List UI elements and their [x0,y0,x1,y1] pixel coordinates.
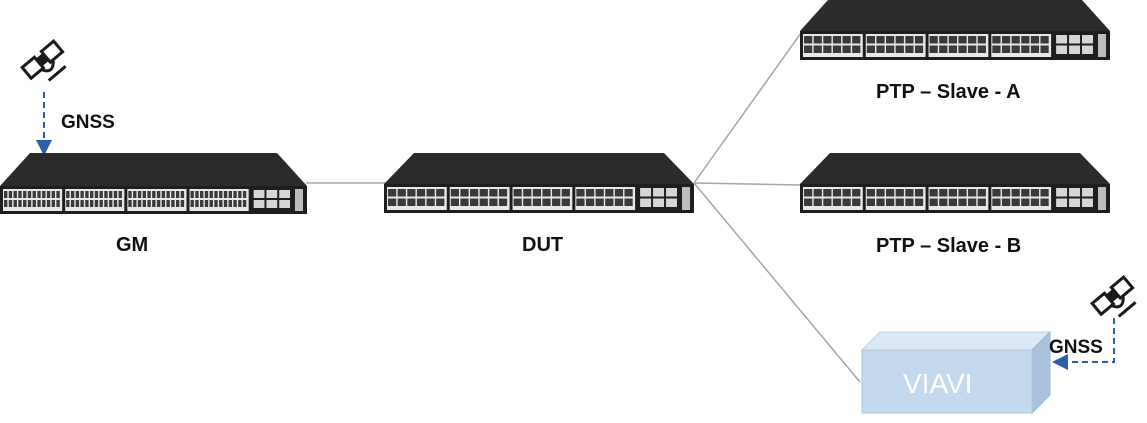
gm-switch [0,153,307,214]
link-dut-viavi [693,182,861,383]
satellite-icon [20,39,67,82]
link-dut-slave-b [693,182,802,186]
slave-a-switch [800,0,1110,60]
slave-a-label: PTP – Slave - A [876,81,1021,103]
gnss-arrow-right [1052,318,1115,370]
slave-b-label: PTP – Slave - B [876,235,1022,257]
viavi-label: VIAVI [903,368,973,399]
dut-label: DUT [522,234,564,256]
gnss-label-left: GNSS [61,112,115,133]
dut-switch [384,153,694,213]
viavi-box [860,330,1052,415]
satellite-icon [1090,275,1137,318]
link-dut-slave-a [693,32,802,184]
gnss-label-right: GNSS [1049,337,1103,358]
gm-label: GM [116,234,149,256]
slave-b-switch [800,153,1110,213]
